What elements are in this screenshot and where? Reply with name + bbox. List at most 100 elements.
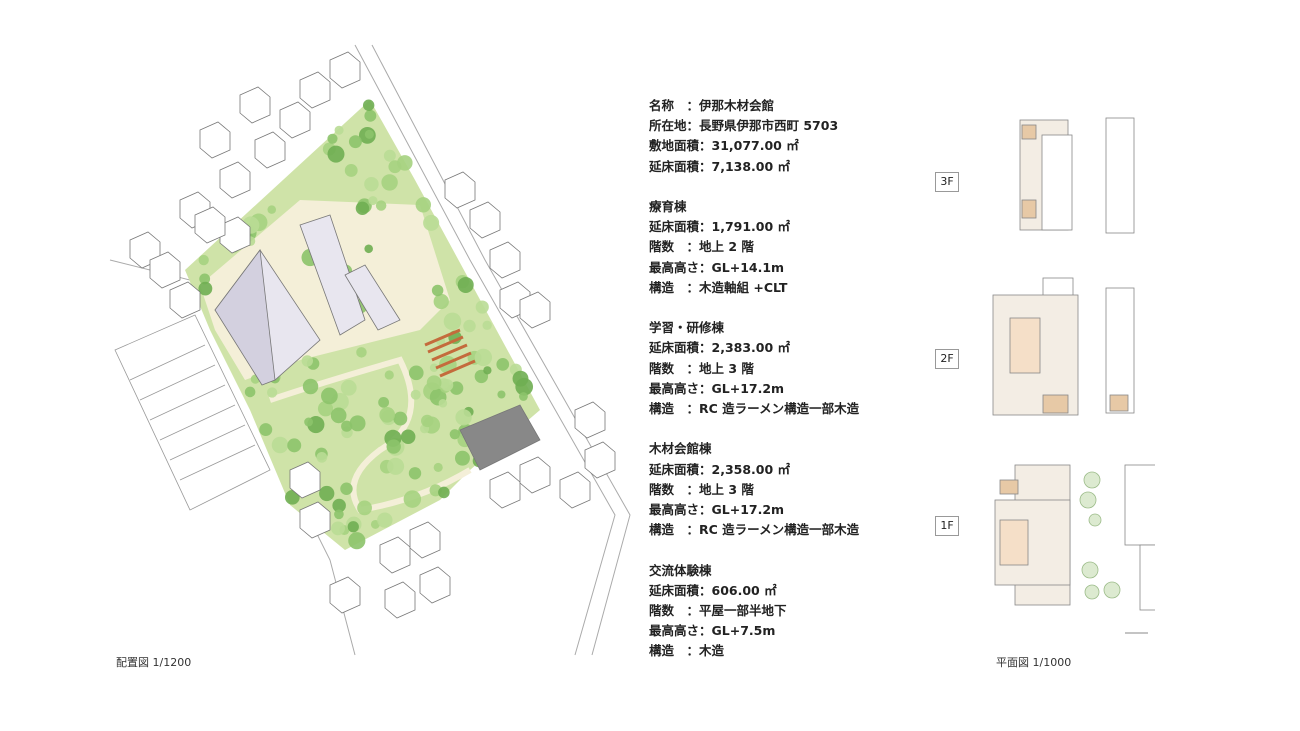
house <box>584 441 616 479</box>
tree <box>375 200 387 211</box>
tree <box>284 490 300 505</box>
tree <box>364 244 373 254</box>
tree <box>455 409 472 426</box>
tree <box>463 319 476 333</box>
house <box>299 71 331 109</box>
building-block: 木材会館棟 延床面積：2,358.00 ㎡ 階数 ：地上 3 階 最高高さ：GL… <box>649 439 859 540</box>
plan-trees <box>1079 471 1121 600</box>
tree <box>455 450 470 466</box>
tree <box>483 366 492 375</box>
tree <box>431 284 444 297</box>
surrounding-houses <box>129 51 616 619</box>
building-title: 療育棟 <box>649 199 687 214</box>
tree <box>364 176 379 192</box>
info-row: 最高高さ：GL+17.2m <box>649 502 785 518</box>
info-row: 階数 ：平屋一部半地下 <box>649 603 787 619</box>
tree <box>327 145 345 163</box>
tree <box>321 387 338 405</box>
floor-label-2f: 2F <box>935 349 959 369</box>
tree <box>408 467 422 480</box>
floor-label-1f: 1F <box>935 516 959 536</box>
house <box>384 581 416 619</box>
house <box>329 51 361 89</box>
path <box>269 356 472 514</box>
house <box>444 171 476 209</box>
tree <box>475 300 489 314</box>
tree <box>317 400 334 417</box>
tree <box>482 320 492 330</box>
tree <box>349 415 366 432</box>
tree <box>386 439 401 454</box>
tree <box>438 486 450 499</box>
tree <box>330 407 347 424</box>
house <box>489 471 521 509</box>
tree <box>457 276 474 293</box>
tree <box>327 133 338 144</box>
tree <box>410 389 421 400</box>
info-row: 延床面積：2,358.00 ㎡ <box>649 461 791 477</box>
info-row: 延床面積：7,138.00 ㎡ <box>649 158 791 174</box>
house <box>574 401 606 439</box>
house <box>379 536 411 574</box>
building-koryu <box>459 404 541 471</box>
tree <box>384 370 394 380</box>
building-title: 交流体験棟 <box>649 562 712 578</box>
house <box>409 521 441 559</box>
overview-block: 名称 ：伊那木材会館 所在地：長野県伊那市西町 5703 敷地面積：31,077… <box>649 96 859 177</box>
wood-deck <box>424 328 476 378</box>
tree <box>393 411 408 426</box>
info-row: 最高高さ：GL+17.2m <box>649 380 785 396</box>
tree <box>443 312 462 331</box>
tree <box>415 197 431 213</box>
tree <box>348 135 362 149</box>
house <box>329 576 361 614</box>
tree <box>357 500 372 516</box>
tree <box>364 109 377 122</box>
building-gakushu <box>299 214 366 336</box>
info-row: 構造 ：木造 <box>649 643 725 659</box>
info-row: 名称 ：伊那木材会館 <box>649 98 775 113</box>
tree <box>334 509 344 520</box>
tree <box>271 436 289 454</box>
site-plan-caption: 配置図 1/1200 <box>116 656 192 669</box>
tree <box>244 386 256 398</box>
house <box>219 161 251 199</box>
tree <box>301 355 314 367</box>
tree <box>341 420 353 432</box>
floor-plan-1f <box>994 464 1155 611</box>
tree <box>433 293 449 310</box>
floor-plan-caption: 平面図 1/1000 <box>996 656 1072 669</box>
floor-plan-3f <box>1019 117 1135 234</box>
info-row: 階数 ：地上 2 階 <box>649 239 754 255</box>
tree <box>408 365 424 381</box>
info-row: 階数 ：地上 3 階 <box>649 360 754 376</box>
tree <box>423 214 440 231</box>
info-row: 構造 ：RC 造ラーメン構造一部木造 <box>649 522 860 538</box>
tree <box>474 348 493 367</box>
project-info: 名称 ：伊那木材会館 所在地：長野県伊那市西町 5703 敷地面積：31,077… <box>649 96 859 682</box>
tree <box>515 377 534 396</box>
tree <box>334 125 344 135</box>
tree <box>519 392 528 401</box>
tree <box>316 451 328 463</box>
house <box>219 216 251 254</box>
building-block: 療育棟 延床面積：1,791.00 ㎡ 階数 ：地上 2 階 最高高さ：GL+1… <box>649 197 859 298</box>
info-row: 延床面積：2,383.00 ㎡ <box>649 340 791 356</box>
tree <box>377 512 393 528</box>
info-row: 所在地：長野県伊那市西町 5703 <box>649 118 839 134</box>
tree <box>340 379 357 396</box>
house <box>289 461 321 499</box>
tree <box>259 423 273 437</box>
info-row: 構造 ：木造軸組 +CLT <box>649 279 788 295</box>
tree <box>496 358 510 371</box>
tree <box>356 347 367 358</box>
house <box>149 251 181 289</box>
tree <box>438 378 450 389</box>
tree <box>199 273 211 285</box>
house <box>254 131 286 169</box>
tree <box>267 387 278 398</box>
info-row: 最高高さ：GL+7.5m <box>649 623 776 639</box>
info-row: 延床面積：1,791.00 ㎡ <box>649 219 791 235</box>
tree <box>347 521 359 533</box>
tree <box>332 498 346 513</box>
